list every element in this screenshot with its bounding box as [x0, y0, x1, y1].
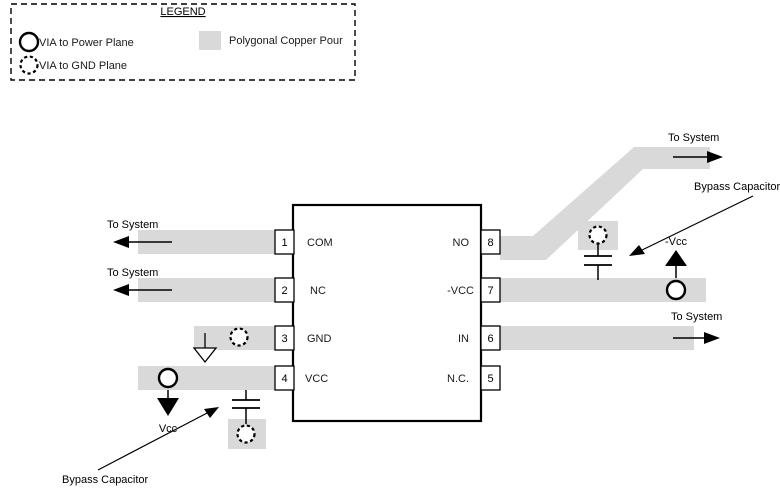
ic-pin-1: 1 COM: [274, 229, 333, 255]
neg-vcc-arrowhead: [665, 250, 687, 266]
ic-pin-1-number: 1: [281, 237, 287, 249]
to-system-pin2-arrowhead: [113, 284, 129, 296]
ic-pin-8-box: [480, 229, 501, 255]
via-power-pin4-icon: [157, 367, 179, 389]
ic-pin-1-name: COM: [307, 237, 333, 249]
legend-item-label-via-gnd: VIA to GND Plane: [39, 60, 127, 72]
ic-pin-4-name: VCC: [305, 373, 328, 385]
to-system-pin2-label: To System: [107, 267, 158, 279]
legend: LEGEND VIA to Power Plane VIA to GND Pla…: [10, 3, 356, 81]
ic-pin-2-number: 2: [281, 285, 287, 297]
ic-pin-7-number: 7: [487, 285, 493, 297]
bypass-right-leader-line: [637, 195, 754, 253]
ic-pin-2-box: [274, 277, 295, 303]
ic-pin-7: 7 -VCC: [447, 277, 501, 303]
ic-pin-2: 2 NC: [274, 277, 326, 303]
copper-pour-swatch-icon: [199, 31, 221, 50]
ic-pin-3: 3 GND: [274, 325, 332, 351]
ic-pin-6-name: IN: [458, 333, 469, 345]
bypass-capacitor-left-callout: Bypass Capacitor: [62, 407, 219, 486]
ic-pin-5-box: [480, 365, 501, 391]
ic-pin-2-name: NC: [310, 285, 326, 297]
ic-pin-3-name: GND: [307, 333, 332, 345]
ic-body: [291, 203, 483, 423]
to-system-pin8: To System: [668, 132, 723, 163]
ic-pin-5-number: 5: [487, 373, 493, 385]
to-system-pin8-label: To System: [668, 132, 719, 144]
trace-pin6: [500, 326, 694, 350]
ic-pin-5: 5 N.C.: [447, 365, 501, 391]
gnd-symbol-icon: [192, 347, 218, 364]
ic-pin-4-number: 4: [281, 373, 287, 385]
ic-pin-6-number: 6: [487, 333, 493, 345]
trace-pin8-diagonal: [500, 147, 710, 260]
legend-border: [10, 3, 356, 81]
ic-pin-6-box: [480, 325, 501, 351]
power-via-pin4-group: Vcc: [157, 367, 179, 435]
ic-pin-3-number: 3: [281, 333, 287, 345]
ic-pin-8: 8 NO: [453, 229, 501, 255]
ic-pin-7-box: [480, 277, 501, 303]
via-gnd-right-bypass-icon: [588, 225, 608, 245]
to-system-pin6-label: To System: [671, 311, 722, 323]
ic-pin-8-number: 8: [487, 237, 493, 249]
legend-title: LEGEND: [160, 6, 205, 18]
bypass-capacitor-right-label: Bypass Capacitor: [694, 181, 780, 193]
ic-pin-4-box: [274, 365, 295, 391]
to-system-pin6: To System: [671, 311, 722, 344]
legend-item-label-via-power: VIA to Power Plane: [39, 37, 134, 49]
power-via-pin7-group: -Vcc: [665, 236, 688, 301]
via-gnd-left-bypass-icon: [236, 424, 256, 444]
via-gnd-pin3-icon: [229, 327, 249, 347]
ic-package: 1 COM 2 NC 3 GND 4 VCC 8 NO 7 -VCC: [274, 203, 501, 423]
ic-pin-5-name: N.C.: [447, 373, 469, 385]
ic-pin-1-box: [274, 229, 295, 255]
to-system-pin1: To System: [107, 219, 172, 248]
bypass-left-arrowhead: [204, 407, 219, 418]
bypass-capacitor-right-group: [584, 225, 612, 280]
ic-pin-3-box: [274, 325, 295, 351]
to-system-pin6-arrowhead: [704, 332, 720, 344]
bypass-left-leader-line: [97, 410, 212, 471]
bypass-right-arrowhead: [629, 245, 645, 256]
to-system-pin8-arrowhead: [707, 151, 723, 163]
bypass-capacitor-left-label: Bypass Capacitor: [62, 474, 149, 486]
via-power-pin7-icon: [665, 279, 687, 301]
ic-pin-7-name: -VCC: [447, 285, 474, 297]
ic-pin-8-name: NO: [453, 237, 470, 249]
ic-pin-4: 4 VCC: [274, 365, 328, 391]
vcc-arrowhead: [157, 398, 179, 416]
vcc-label: Vcc: [159, 423, 178, 435]
via-gnd-plane-icon: [19, 55, 39, 75]
gnd-via-pin3-group: [192, 327, 249, 364]
neg-vcc-label: -Vcc: [665, 236, 688, 248]
via-power-plane-icon: [18, 31, 40, 53]
to-system-pin2: To System: [107, 267, 172, 296]
bypass-capacitor-left-group: [232, 390, 260, 444]
bypass-capacitor-right-callout: Bypass Capacitor: [629, 181, 780, 256]
legend-item-label-copper-pour: Polygonal Copper Pour: [229, 35, 343, 47]
to-system-pin1-label: To System: [107, 219, 158, 231]
ic-pin-6: 6 IN: [458, 325, 501, 351]
to-system-pin1-arrowhead: [113, 236, 129, 248]
